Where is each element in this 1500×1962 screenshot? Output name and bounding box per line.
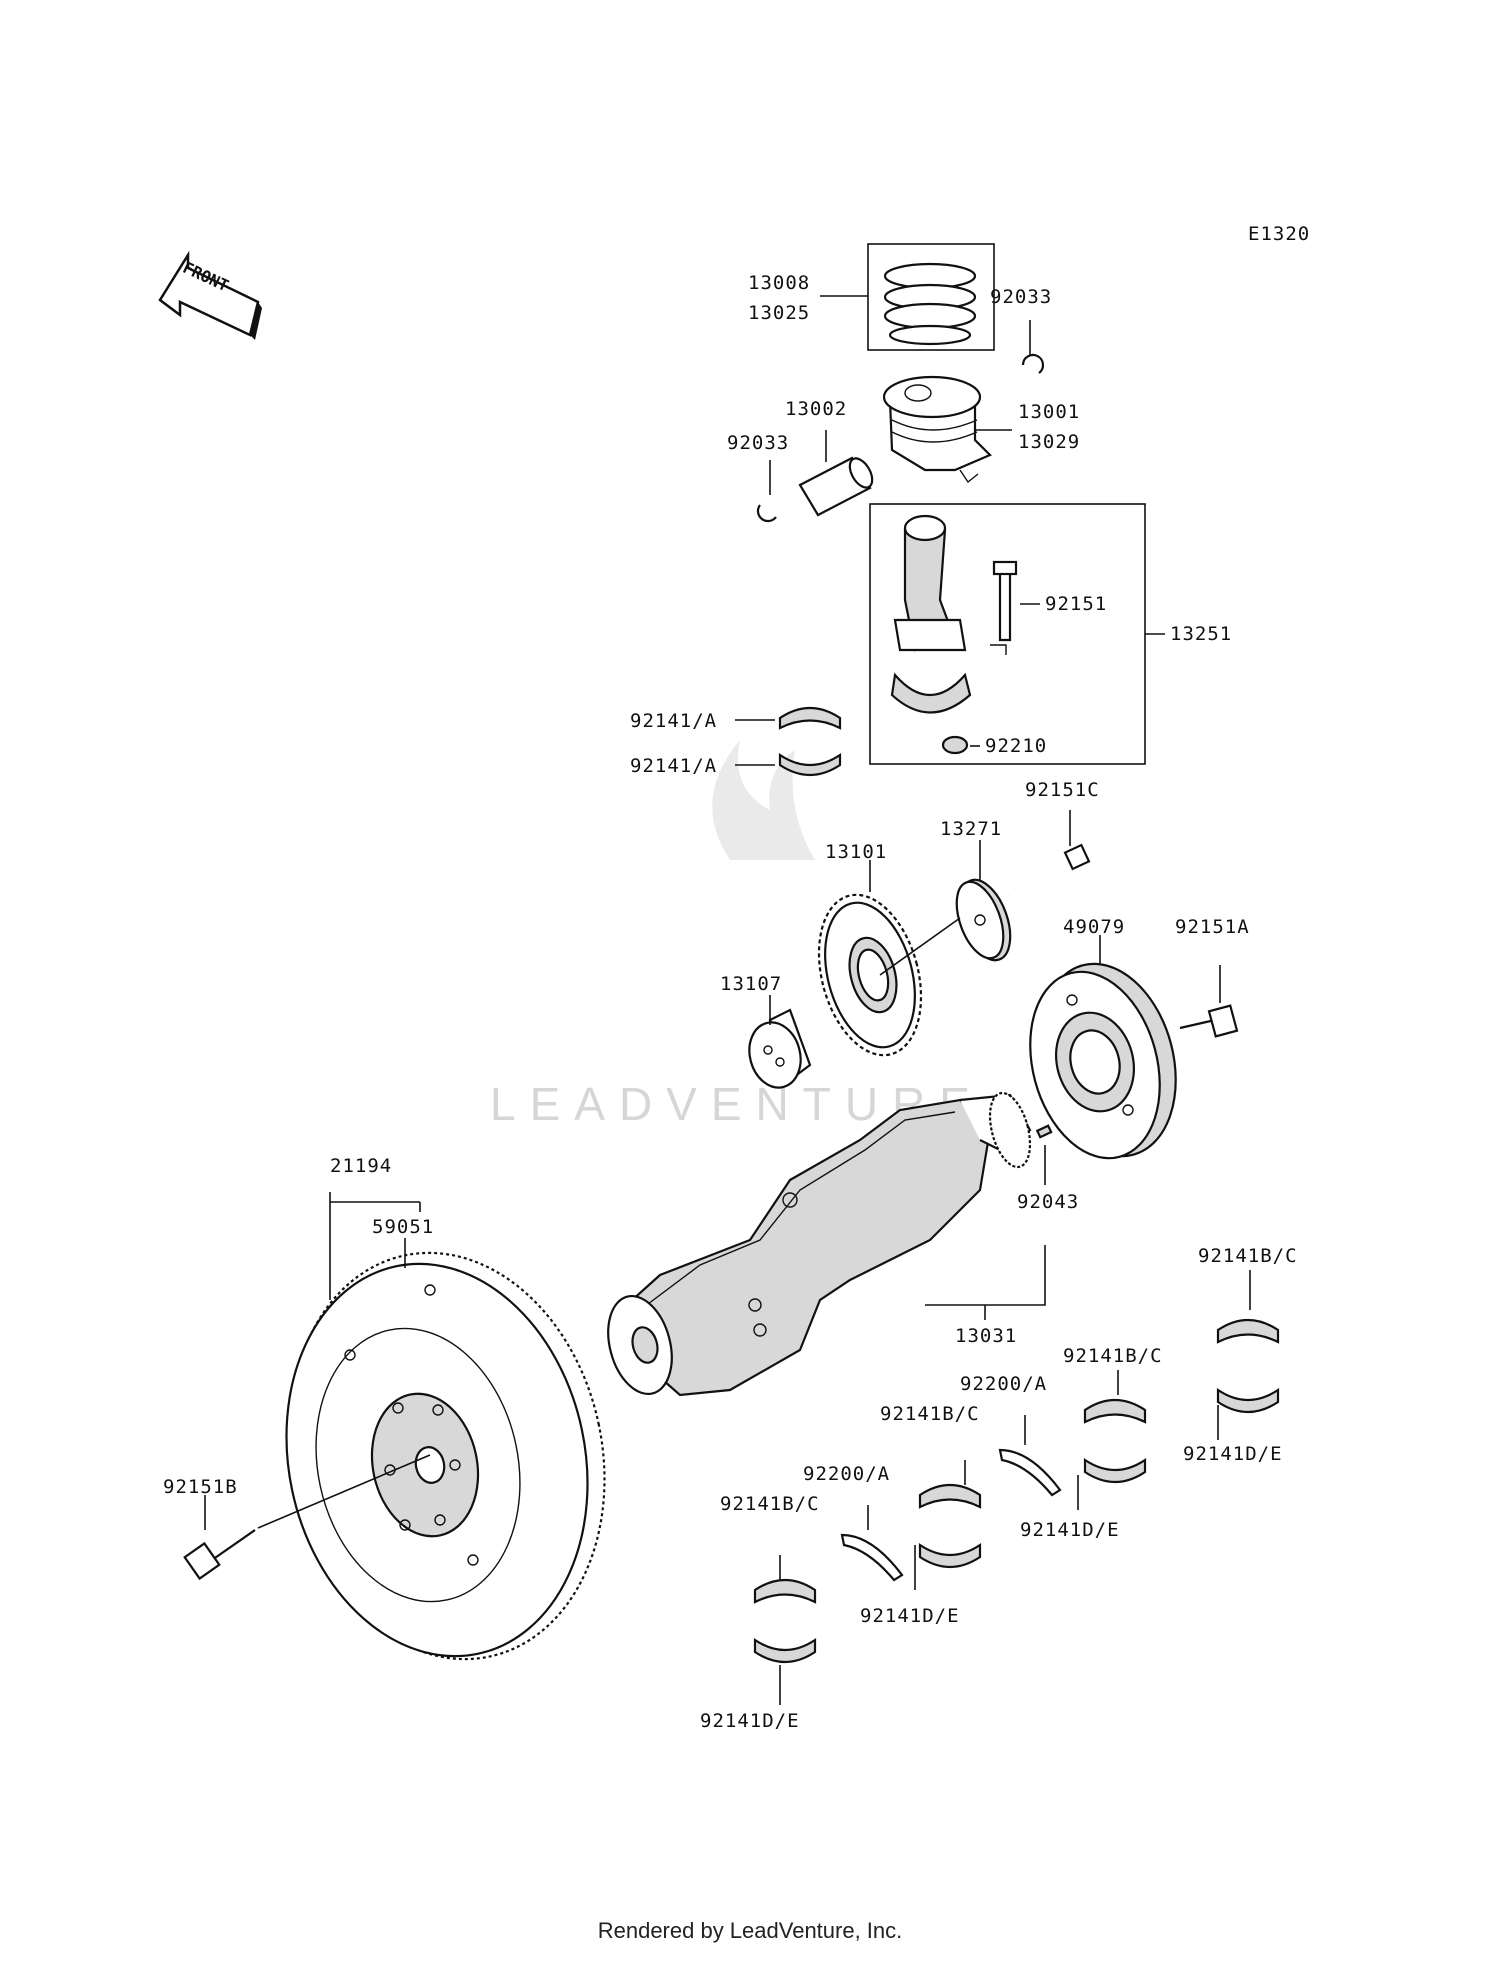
label-92151b: 92151B — [163, 1476, 238, 1498]
label-92141a-upper: 92141/A — [630, 710, 717, 732]
main-bearing-set — [753, 1319, 1280, 1663]
front-arrow-icon: FRONT — [158, 250, 262, 340]
crankshaft — [607, 1091, 1032, 1397]
label-92141de-right: 92141D/E — [1020, 1519, 1120, 1541]
label-92141a-lower: 92141/A — [630, 755, 717, 777]
label-92141de-left: 92141D/E — [700, 1710, 800, 1732]
label-13025: 13025 — [748, 302, 810, 324]
label-92033-left: 92033 — [727, 432, 789, 454]
label-92033-right: 92033 — [990, 286, 1052, 308]
label-13031: 13031 — [955, 1325, 1017, 1347]
diagram-code: E1320 — [1248, 223, 1310, 245]
label-92151c: 92151C — [1025, 779, 1100, 801]
bolt-92151a — [1179, 1004, 1239, 1038]
label-92141bc-right: 92141B/C — [1063, 1345, 1163, 1367]
con-rod-bearing-lower — [778, 752, 842, 776]
bolt-92151c — [1014, 843, 1091, 890]
circlip-left — [756, 504, 777, 523]
label-59051: 59051 — [372, 1216, 434, 1238]
piston-ring-set — [867, 243, 995, 351]
label-13271: 13271 — [940, 818, 1002, 840]
connecting-rod-assembly — [869, 503, 1146, 765]
label-13251: 13251 — [1170, 623, 1232, 645]
label-92043: 92043 — [1017, 1191, 1079, 1213]
piston — [882, 375, 992, 484]
label-92141bc-middle: 92141B/C — [880, 1403, 980, 1425]
label-21194: 21194 — [330, 1155, 392, 1177]
label-92210: 92210 — [985, 735, 1047, 757]
gear-plate — [955, 878, 1012, 962]
idler-shaft — [748, 1008, 812, 1089]
piston-pin — [798, 456, 874, 517]
label-92141bc-far-right: 92141B/C — [1198, 1245, 1298, 1267]
flywheel — [285, 1251, 606, 1661]
label-92200a-upper: 92200/A — [960, 1373, 1047, 1395]
label-13001: 13001 — [1018, 401, 1080, 423]
label-92200a-lower: 92200/A — [803, 1463, 890, 1485]
label-92141de-far-right: 92141D/E — [1183, 1443, 1283, 1465]
label-13008: 13008 — [748, 272, 810, 294]
label-13107: 13107 — [720, 973, 782, 995]
idler-gear — [817, 893, 923, 1057]
label-13029: 13029 — [1018, 431, 1080, 453]
label-13002: 13002 — [785, 398, 847, 420]
balancer-housing — [1029, 962, 1177, 1160]
dowel-pin — [1035, 1124, 1053, 1139]
circlip-right — [1021, 353, 1045, 374]
label-92141bc-left: 92141B/C — [720, 1493, 820, 1515]
label-92151a: 92151A — [1175, 916, 1250, 938]
footer-credit: Rendered by LeadVenture, Inc. — [597, 1918, 903, 1943]
label-13101: 13101 — [825, 841, 887, 863]
label-92141de-middle: 92141D/E — [860, 1605, 960, 1627]
label-49079: 49079 — [1063, 916, 1125, 938]
con-rod-bearing-upper — [778, 707, 842, 730]
bolt-92151b — [183, 1529, 256, 1581]
watermark: LEADVENTURE — [490, 740, 970, 1130]
label-92151: 92151 — [1045, 593, 1107, 615]
